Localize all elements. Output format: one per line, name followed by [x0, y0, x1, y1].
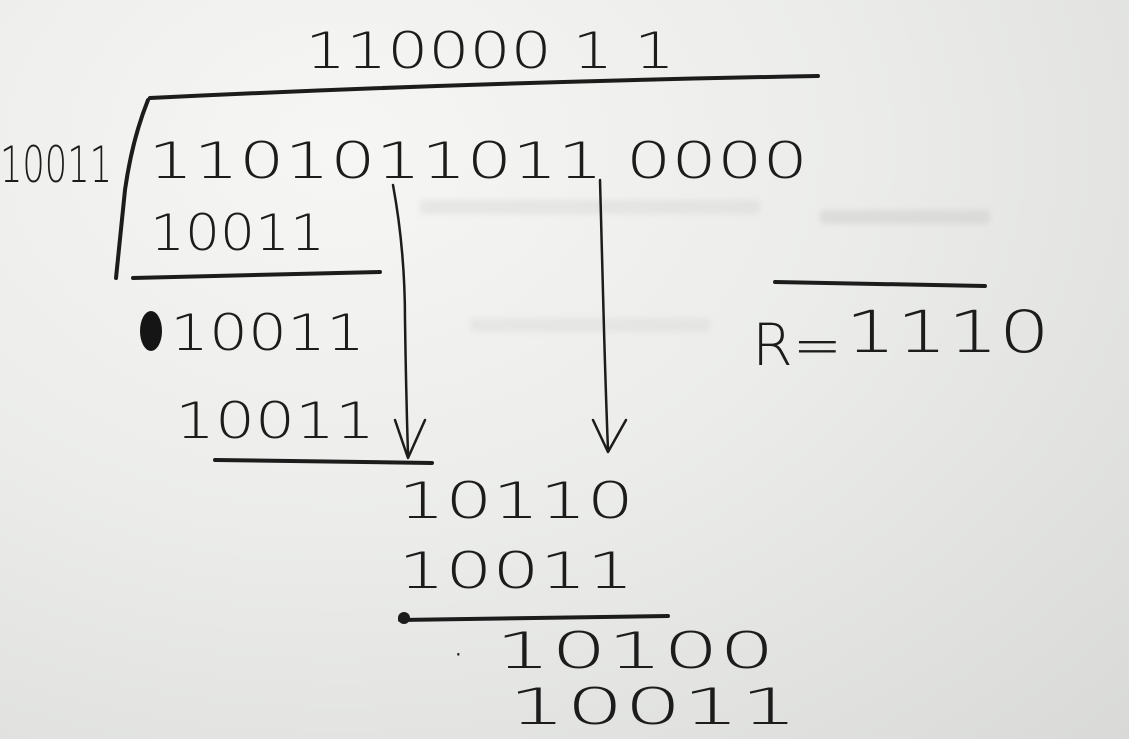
- bring-down-arrow-right: [598, 178, 610, 452]
- arrow-head-right: [591, 418, 628, 454]
- divisor-text: 10011: [0, 136, 112, 194]
- step-4-subtrahend: 10011: [508, 678, 798, 736]
- step-1-rule-line: [131, 270, 382, 280]
- dot-mark: ·: [452, 632, 465, 678]
- step-4-remainder: 10100: [495, 622, 775, 680]
- remainder-value: 1110: [845, 298, 1050, 366]
- ink-dot: [398, 612, 410, 624]
- ink-blot: [140, 311, 162, 351]
- quotient-text: 110000 1 1: [305, 22, 675, 80]
- dividend-text: 1101011011 0000: [148, 132, 808, 190]
- step-2-remainder: 10011: [170, 304, 365, 362]
- remainder-overline: [773, 280, 987, 288]
- step-3-rule-line: [398, 614, 670, 622]
- step-3-remainder: 10110: [398, 472, 634, 530]
- step-1-subtrahend: 10011: [150, 204, 325, 262]
- division-bracket-line: [114, 98, 150, 280]
- remainder-label: R=: [752, 311, 842, 379]
- division-bar-line: [148, 74, 820, 100]
- bring-down-arrow-left: [391, 183, 410, 457]
- step-3-subtrahend: 10011: [398, 542, 634, 600]
- arrow-head-left: [393, 418, 427, 460]
- step-2-subtrahend: 10011: [175, 392, 375, 450]
- step-2-rule-line: [213, 458, 434, 465]
